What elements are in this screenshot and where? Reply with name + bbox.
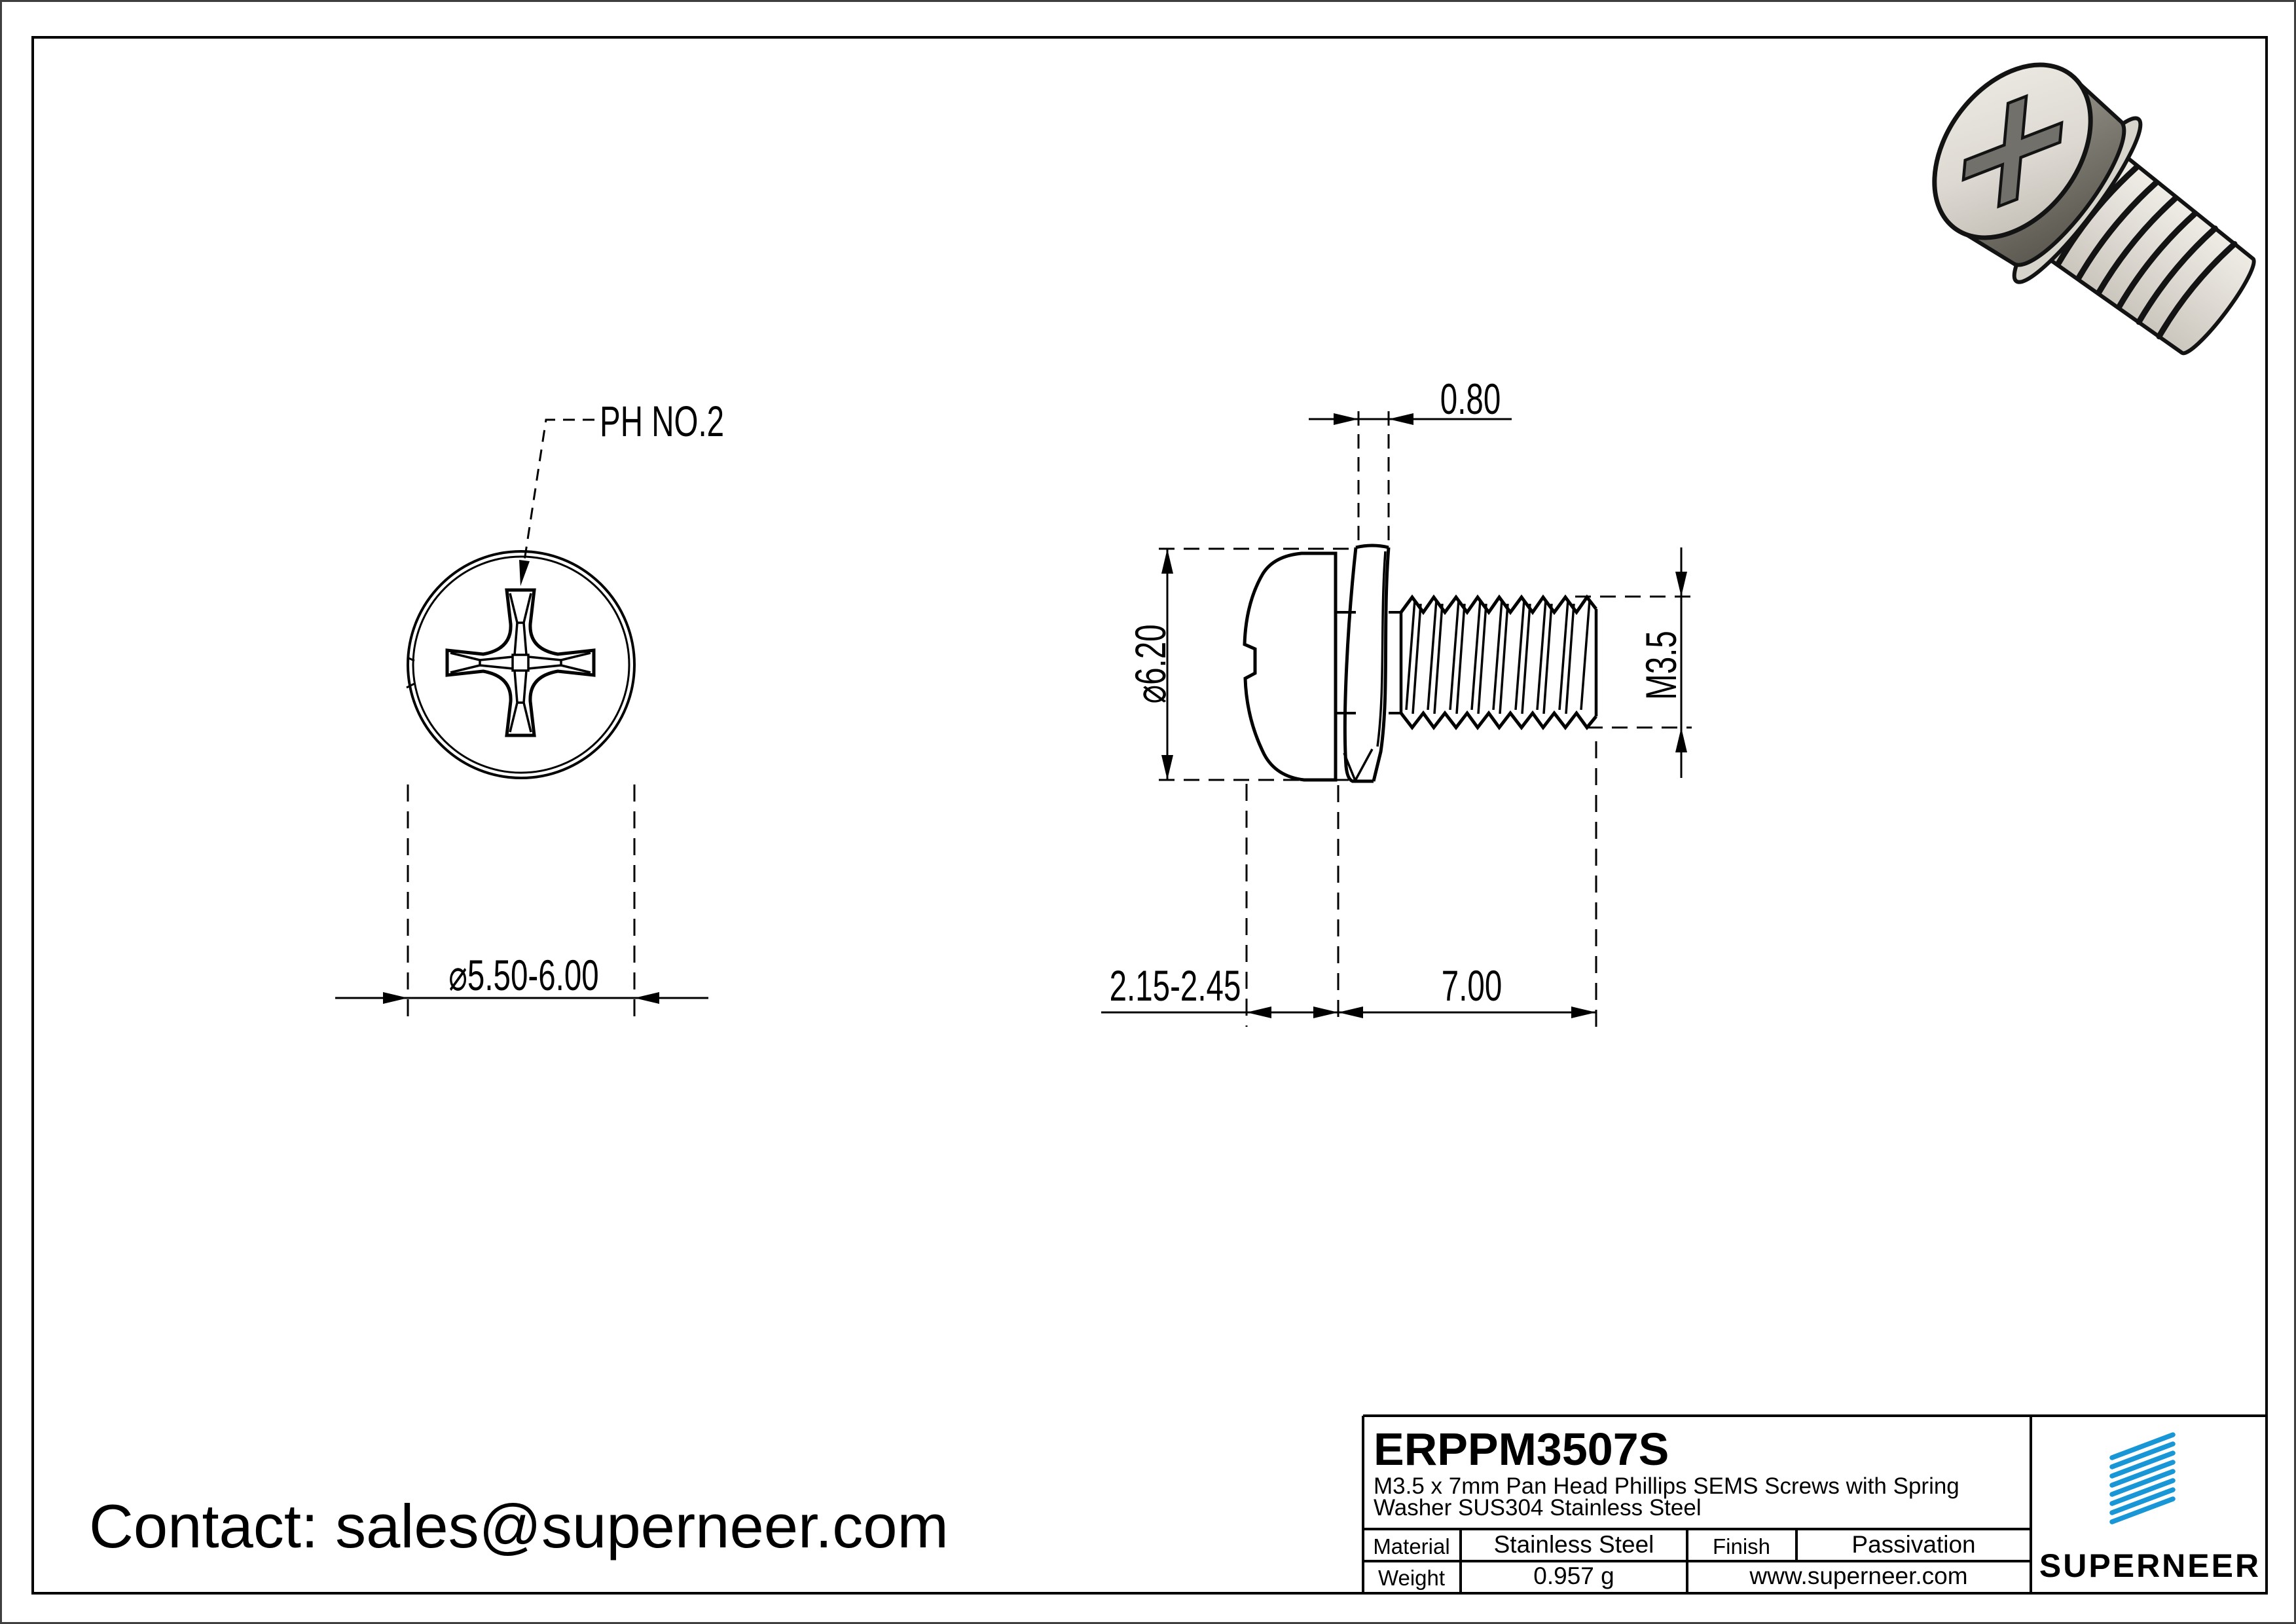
- length-dimensions: [1101, 741, 1597, 1027]
- spring-washer-profile: [1343, 544, 1391, 783]
- drawing-frame: [31, 36, 2268, 1595]
- dimension-arrow: [1389, 413, 1413, 425]
- title-block-border: [1362, 1414, 2267, 1593]
- brand-name: SUPERNEER: [2039, 1547, 2261, 1584]
- contact-text: Contact: sales@superneer.com: [89, 1492, 949, 1560]
- phillips-callout-label: PH NO.2: [600, 397, 724, 445]
- superneer-logo-icon: [2109, 1432, 2176, 1524]
- title-block-table-lines: [1363, 1528, 2031, 1593]
- screw-3d-threads: [2055, 164, 2238, 340]
- head-height-label: 2.15-2.45: [1110, 962, 1241, 1010]
- thread-flanks: [1405, 599, 1591, 714]
- dimension-arrow: [1675, 572, 1687, 597]
- top-view-diameter-dimension: [335, 784, 708, 1022]
- dimension-arrow: [1161, 755, 1173, 780]
- washer-thickness-dimension: [1309, 411, 1512, 544]
- phillips-recess-outline: [445, 588, 596, 737]
- callout-leader-line: [523, 418, 594, 561]
- thread-top-crests: [1399, 594, 1597, 616]
- phillips-recess-detail: [450, 593, 591, 733]
- part-description-line2: Washer SUS304 Stainless Steel: [1374, 1495, 1702, 1521]
- dimension-arrow: [1313, 1006, 1338, 1018]
- material-value: Stainless Steel: [1494, 1531, 1654, 1558]
- dimension-arrow: [1161, 549, 1173, 574]
- dimension-arrow: [1338, 1006, 1363, 1018]
- thread-bottom-crests: [1400, 710, 1597, 731]
- shank-lines: [1336, 611, 1401, 714]
- weight-label: Weight: [1378, 1566, 1445, 1590]
- finish-value: Passivation: [1851, 1531, 1975, 1558]
- dimension-arrow: [383, 992, 408, 1004]
- screw-3d-phillips-recess: [1961, 94, 2064, 209]
- head-profile: [1243, 551, 1338, 782]
- side-view: [1243, 544, 1598, 783]
- dimension-arrow: [1675, 728, 1687, 752]
- thread-ends: [1399, 609, 1598, 716]
- dimension-arrow: [634, 992, 659, 1004]
- website-link[interactable]: www.superneer.com: [1749, 1562, 1967, 1589]
- dimension-arrow: [1247, 1006, 1271, 1018]
- extension-line: [407, 784, 636, 1022]
- material-label: Material: [1373, 1534, 1449, 1559]
- finish-label: Finish: [1713, 1534, 1770, 1559]
- weight-value: 0.957 g: [1533, 1562, 1614, 1589]
- screw-3d-render: [1932, 62, 2256, 356]
- spring-washer-split: [1343, 551, 1387, 781]
- callout-leader-arrow: [519, 560, 530, 586]
- dimension-arrow: [1571, 1006, 1596, 1018]
- washer-split-notch: [406, 656, 415, 689]
- head-outline-circle: [412, 555, 630, 774]
- top-view: [406, 418, 636, 779]
- part-description-line1: M3.5 x 7mm Pan Head Phillips SEMS Screws…: [1374, 1473, 1959, 1499]
- extension-line: [1159, 547, 1350, 781]
- thread-length-label: 7.00: [1442, 962, 1502, 1010]
- washer-od-label: ⌀6.20: [1127, 624, 1175, 703]
- washer-thickness-label: 0.80: [1440, 375, 1501, 423]
- dimension-arrow: [1334, 413, 1358, 425]
- head-diameter-label: ⌀5.50-6.00: [448, 951, 598, 999]
- extension-line: [1245, 741, 1597, 1027]
- washer-outline-circle: [407, 550, 636, 779]
- title-block: [1362, 1414, 2267, 1593]
- washer-od-dimension: [1159, 547, 1350, 781]
- thread-spec-dimension: [1575, 547, 1692, 778]
- part-number: ERPPM3507S: [1374, 1424, 1669, 1475]
- extension-line: [1575, 595, 1692, 729]
- thread-spec-label: M3.5: [1637, 631, 1685, 700]
